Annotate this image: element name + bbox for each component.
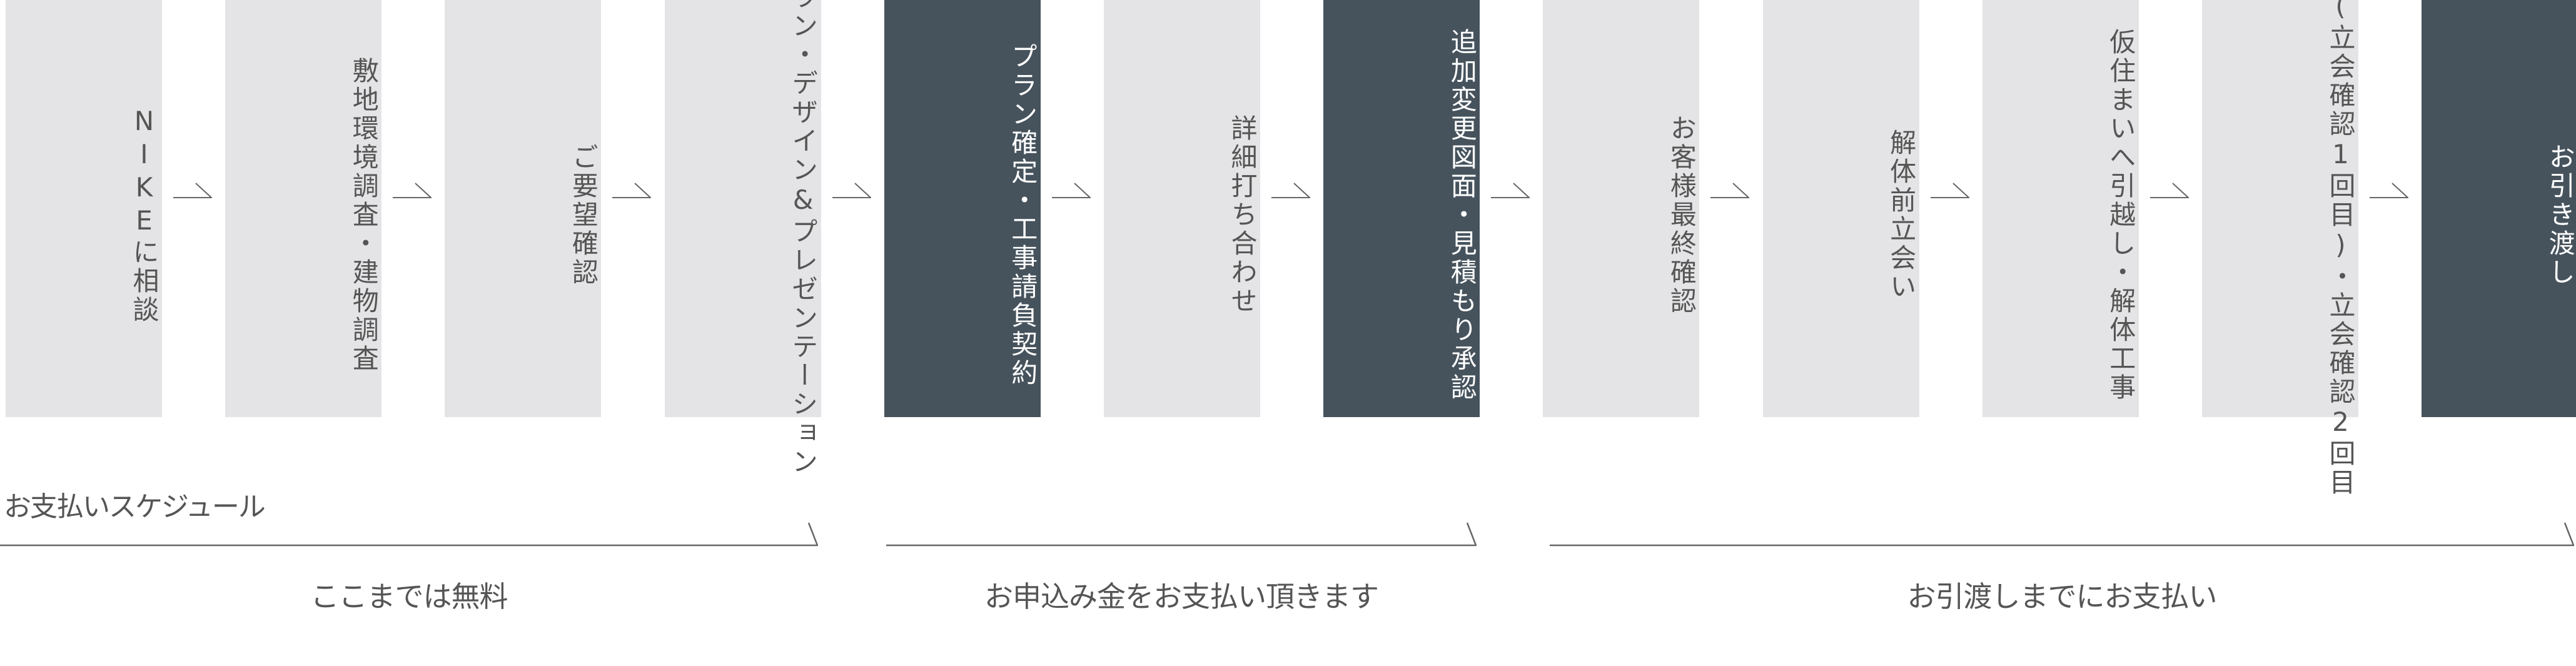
step-label-line: NIKEに相談 <box>129 106 159 325</box>
step-label-line: 解体前立会い <box>1886 129 1917 301</box>
step-label: ご要望確認 <box>445 28 601 403</box>
step-label: お引き渡し <box>2422 28 2576 403</box>
payment-arrow-line <box>886 522 1477 547</box>
step-box: 仮住まいへ引越し・解体工事 <box>1982 0 2139 417</box>
step-box: お客様最終確認 <box>1543 0 1700 417</box>
step-label: 追加変更図面・見積もり承認 <box>1323 28 1480 403</box>
step-label-line: 立会確認2回目 <box>2325 291 2356 497</box>
arrow-right-icon <box>1271 183 1310 198</box>
step-box: 解体前立会い <box>1762 0 1919 417</box>
step-label: お客様最終確認 <box>1543 28 1699 403</box>
step-label-line: 工事請負契約 <box>1007 215 1038 388</box>
step-label: 解体前立会い <box>1763 28 1919 403</box>
arrow-right-icon <box>2370 183 2408 198</box>
arrow-right-icon <box>1051 183 1091 198</box>
step-label-line: 着工(立会確認1回目)・ <box>2325 0 2356 291</box>
step-label: NIKEに相談 <box>6 28 162 403</box>
step-box: NIKEに相談 <box>6 0 162 417</box>
step-label-line: 追加変更図面・ <box>1447 28 1478 230</box>
arrow-right-icon <box>1491 183 1530 198</box>
step-box: 追加変更図面・見積もり承認 <box>1323 0 1480 417</box>
step-label: 詳細打ち合わせ <box>1104 28 1260 403</box>
step-label-line: ご要望確認 <box>568 143 599 287</box>
step-box: 着工(立会確認1回目)・立会確認2回目 <box>2202 0 2358 497</box>
step-box: プラン確定・工事請負契約 <box>884 0 1041 417</box>
step-box: お引き渡し <box>2422 0 2576 417</box>
payment-segment-label: ここまでは無料 <box>310 580 508 613</box>
arrow-right-icon <box>832 183 871 198</box>
arrow-right-icon <box>612 183 652 198</box>
step-label-line: 仮住まいへ引越し・ <box>2105 28 2136 287</box>
step-label-line: 見積もり承認 <box>1447 230 1478 402</box>
step-label: プラン確定・工事請負契約 <box>884 28 1041 403</box>
step-box: ご要望確認 <box>445 0 602 417</box>
step-label-line: お引き渡し <box>2545 143 2576 287</box>
payment-segment-label: お申込み金をお支払い頂きます <box>984 580 1379 613</box>
arrow-right-icon <box>2149 183 2189 198</box>
arrow-right-icon <box>1930 183 1969 198</box>
step-label-line: プラン・デザイン& <box>787 0 819 218</box>
step-label-line: プレゼンテーション <box>787 217 819 477</box>
payment-arrow-line <box>0 522 818 547</box>
step-box: プラン・デザイン&プレゼンテーション <box>664 0 821 477</box>
step-label: 着工(立会確認1回目)・立会確認2回目 <box>2202 0 2358 497</box>
step-label: プラン・デザイン&プレゼンテーション <box>665 0 821 477</box>
step-box: 敷地環境調査・建物調査 <box>225 0 382 417</box>
step-label-line: 詳細打ち合わせ <box>1227 114 1258 316</box>
arrow-right-icon <box>173 183 212 198</box>
step-label-line: お客様最終確認 <box>1666 114 1697 316</box>
step-label-line: 敷地環境調査・建物調査 <box>348 57 380 373</box>
step-label-line: プラン確定・ <box>1007 43 1038 215</box>
step-label-line: 解体工事 <box>2105 287 2136 402</box>
arrow-right-icon <box>393 183 432 198</box>
payment-segment-label: お引渡しまでにお支払い <box>1907 580 2218 613</box>
payment-arrow-line <box>1550 522 2574 547</box>
step-box: 詳細打ち合わせ <box>1104 0 1260 417</box>
payment-schedule-title: お支払いスケジュール <box>4 491 266 523</box>
arrow-right-icon <box>1710 183 1750 198</box>
step-label: 仮住まいへ引越し・解体工事 <box>1983 28 2139 403</box>
step-label: 敷地環境調査・建物調査 <box>225 28 381 403</box>
